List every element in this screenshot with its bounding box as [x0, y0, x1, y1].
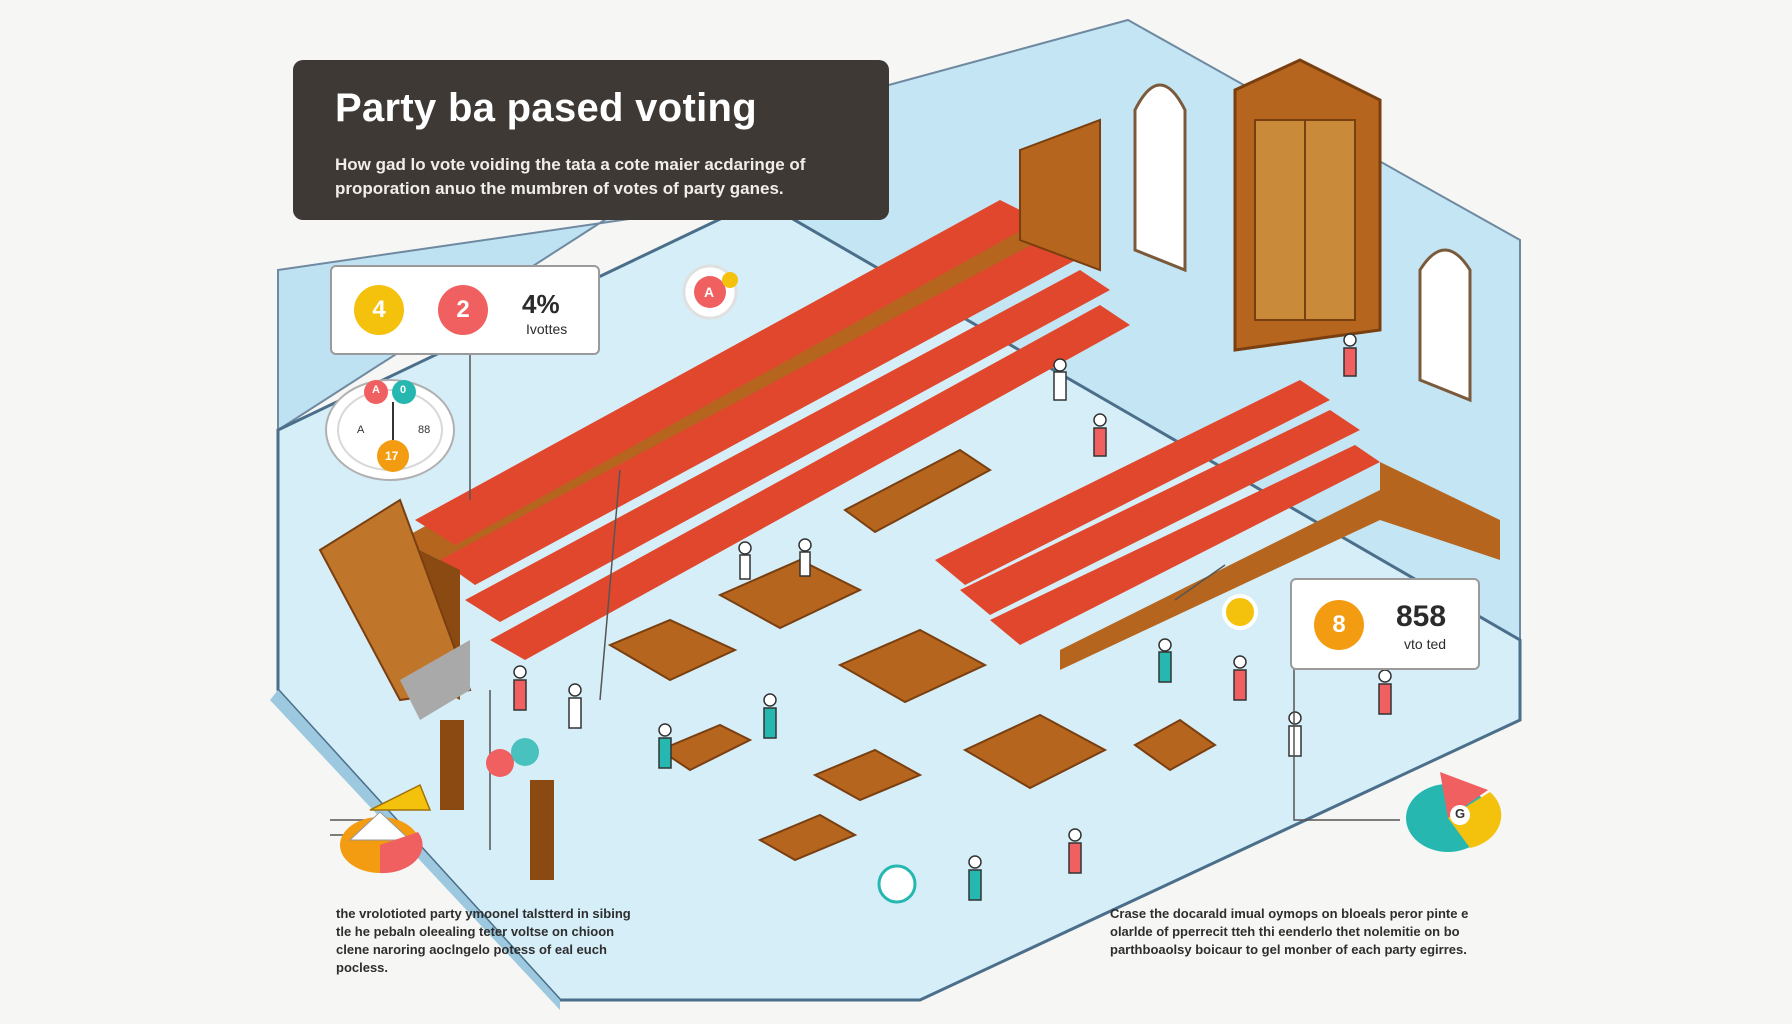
stat-badge-orange: 8: [1314, 600, 1364, 650]
title-panel: Party ba pased voting How gad lo vote vo…: [293, 60, 889, 220]
stat-percent: 4%: [522, 289, 560, 319]
voting-tables: [607, 448, 1217, 862]
gothic-windows: [1019, 83, 1472, 403]
mini-chart-label-88: 88: [418, 424, 431, 436]
gothic-doorway: [1233, 58, 1382, 352]
right-pillar: [530, 780, 554, 880]
stat-badge-yellow: 4: [354, 285, 404, 335]
people: [513, 333, 1392, 901]
mini-donut-chart: [325, 379, 455, 481]
caption-left: the vrolotioted party ymoonel talstterd …: [336, 906, 631, 975]
right-pie-chart: [1406, 772, 1502, 852]
stat-badge-coral: 2: [438, 285, 488, 335]
page-title: Party ba pased voting: [335, 86, 757, 130]
mini-chart-label-0: 0: [400, 384, 407, 396]
right-pie-label: G: [1455, 806, 1466, 821]
small-yellow-badge: [1222, 594, 1258, 630]
left-benches: [318, 200, 1130, 720]
caption-right: Crase the docarald imual oymops on bloea…: [1110, 906, 1469, 957]
stat-votes-label: Ivottes: [526, 321, 568, 337]
stat-vote-count: 858: [1396, 600, 1447, 633]
stat-card-top: 4 2 4% Ivottes: [330, 265, 600, 355]
page-subtitle: How gad lo vote voiding the tata a cote …: [335, 155, 806, 198]
stat-card-right: 8 858 vto ted: [1290, 578, 1480, 670]
left-pie-chart: [340, 783, 432, 874]
left-floor-badges: [486, 738, 539, 777]
mini-chart-label-17: 17: [385, 449, 399, 463]
floor-teal-badge: [877, 864, 917, 904]
stat-voted-label: vto ted: [1404, 636, 1447, 652]
mini-chart-label-a-top: A: [372, 384, 380, 396]
top-marker-label: A: [704, 284, 715, 300]
right-benches: [935, 380, 1500, 670]
top-marker-badge: [682, 264, 738, 320]
mini-chart-label-a-left: A: [357, 424, 365, 436]
left-pillar: [440, 720, 464, 810]
